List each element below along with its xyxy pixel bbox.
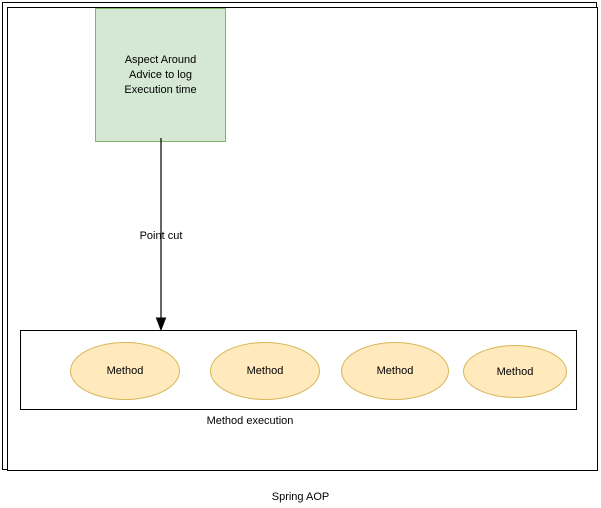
method-node[interactable]: Method bbox=[70, 342, 180, 400]
method-node[interactable]: Method bbox=[463, 345, 567, 398]
figure-caption: Spring AOP bbox=[271, 491, 330, 503]
aspect-node[interactable]: Aspect Around Advice to log Execution ti… bbox=[95, 8, 226, 142]
method-execution-caption: Method execution bbox=[206, 415, 294, 427]
method-node-label: Method bbox=[106, 365, 144, 377]
method-node-label: Method bbox=[376, 365, 414, 377]
method-node-label: Method bbox=[496, 365, 534, 378]
method-execution-container bbox=[20, 330, 577, 410]
method-node[interactable]: Method bbox=[210, 342, 320, 400]
method-node-label: Method bbox=[246, 365, 284, 377]
pointcut-arrow-icon bbox=[155, 138, 167, 332]
pointcut-label: Point cut bbox=[139, 230, 183, 242]
method-node[interactable]: Method bbox=[341, 342, 449, 400]
aspect-node-label: Aspect Around Advice to log Execution ti… bbox=[124, 53, 197, 96]
